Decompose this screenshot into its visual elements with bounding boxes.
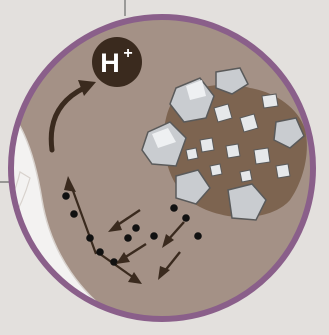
ion-charge: +	[123, 45, 132, 62]
fragment-7	[276, 164, 290, 178]
dot	[170, 204, 178, 212]
fragment-3	[262, 94, 278, 108]
fragment-10	[186, 148, 198, 160]
fragment-4	[200, 138, 214, 152]
fragment-6	[254, 148, 270, 164]
dot	[110, 258, 118, 266]
fragment-8	[210, 164, 222, 176]
dot	[194, 232, 202, 240]
hydrogen-ion-icon: H +	[92, 37, 142, 87]
dot	[62, 192, 70, 200]
fragment-9	[240, 170, 252, 182]
ion-label: H	[100, 48, 120, 78]
dot	[124, 234, 132, 242]
fragment-5	[226, 144, 240, 158]
dot	[70, 210, 78, 218]
dot	[150, 232, 158, 240]
dot	[182, 214, 190, 222]
dot	[132, 224, 140, 232]
dot	[96, 248, 104, 256]
dot	[86, 234, 94, 242]
